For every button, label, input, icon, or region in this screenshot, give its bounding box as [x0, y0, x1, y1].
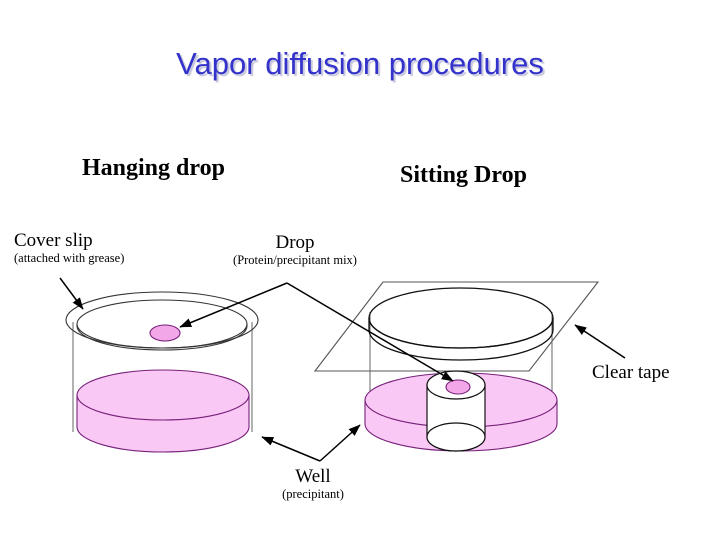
- cover-slip-label-sub: (attached with grease): [14, 251, 125, 265]
- clear-tape-label-main: Clear tape: [592, 362, 670, 383]
- well-leader-arrow-left: [261, 436, 321, 462]
- well-label-main: Well: [295, 466, 331, 487]
- cover-slip-label: Cover slip (attached with grease): [14, 230, 124, 266]
- well-label-sub: (precipitant): [282, 487, 344, 501]
- cover-slip-leader-arrow: [59, 277, 84, 310]
- drop-on-pedestal: [445, 379, 471, 395]
- sitting-drop-heading: Sitting Drop: [400, 162, 527, 188]
- drop-on-coverslip: [149, 324, 181, 342]
- well-label: Well (precipitant): [248, 466, 378, 502]
- drop-label-main: Drop: [275, 232, 315, 253]
- pedestal-post-base: [426, 422, 486, 452]
- jar-neck-lower: [368, 329, 554, 361]
- clear-tape-leader-arrow: [574, 324, 626, 359]
- well-liquid-surface-left: [76, 369, 250, 421]
- drop-label: Drop (Protein/precipitant mix): [205, 232, 385, 268]
- cover-slip-label-main: Cover slip: [14, 230, 93, 251]
- hanging-drop-heading: Hanging drop: [82, 155, 225, 181]
- drop-leader-arrow-right: [286, 282, 454, 382]
- clear-tape-label: Clear tape: [592, 362, 670, 383]
- hanging-drop-setup: [65, 291, 259, 453]
- well-leader-arrow-right: [319, 424, 361, 462]
- jar-mouth-lower-lip-right: [368, 317, 554, 349]
- drop-label-sub: (Protein/precipitant mix): [233, 253, 357, 267]
- sitting-drop-setup: [313, 281, 600, 452]
- page-title: Vapor diffusion procedures: [176, 46, 544, 81]
- clear-tape-sheet: [313, 281, 600, 372]
- jar-mouth-lower-lip: [76, 325, 248, 351]
- drop-leader-arrow-left: [179, 282, 288, 328]
